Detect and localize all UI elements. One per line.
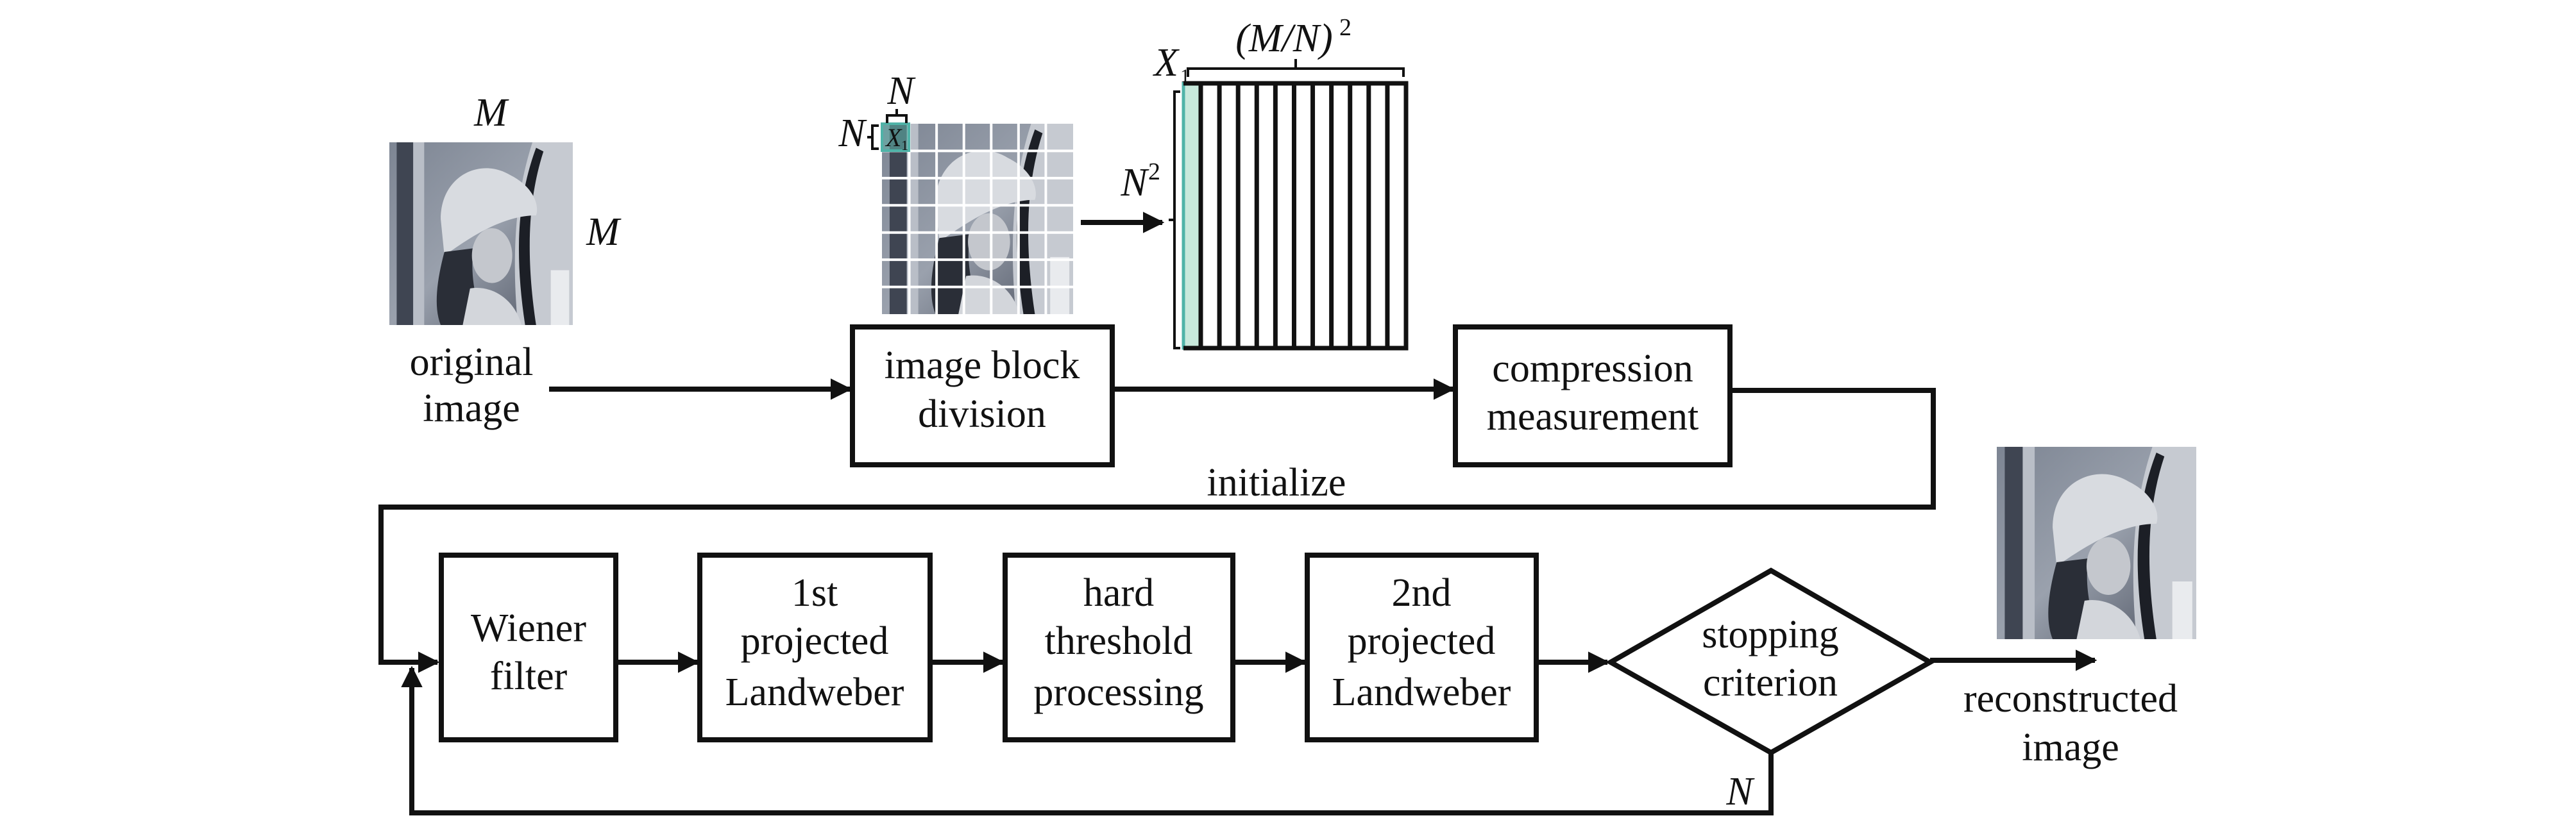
reconstructed-image-group: reconstructed image [1963,447,2196,769]
no-branch-label: N [1725,770,1755,814]
wiener-filter-node: Wiener filter [439,553,618,742]
wiener-filter-box [439,553,618,742]
hard-threshold-node: hard threshold processing [1003,553,1235,742]
block-division-box [850,324,1115,467]
block-image-group: X 1 N N [838,69,1073,314]
matrix-columns-label-sup: 2 [1339,14,1352,41]
landweber2-label-line3: Landweber [1332,671,1511,714]
stopping-label-line1: stopping [1702,613,1839,656]
stopping-label-line2: criterion [1703,661,1838,705]
reconstructed-label-line2: image [2022,726,2119,769]
threshold-label-line1: hard [1083,571,1154,615]
compression-measurement-box [1453,324,1733,467]
matrix-columns-brace [1187,59,1405,77]
original-height-label: M [586,210,622,254]
initialize-loop-arrow [378,388,1936,673]
block-division-label-line1: image block [885,344,1080,387]
landweber1-node: 1st projected Landweber [697,553,933,742]
matrix-rows-label-sup: 2 [1148,158,1160,185]
landweber1-label-line2: projected [741,619,889,663]
original-image-group: M M original image [389,91,622,430]
wiener-label-line1: Wiener [471,606,586,650]
block-x1-subscript: 1 [901,137,908,153]
landweber1-label-line3: Landweber [725,671,904,714]
matrix-column-x1 [1182,81,1203,350]
measurement-matrix-group: (M/N) 2 X 1 N 2 [1120,14,1409,351]
landweber1-box [697,553,933,742]
reconstructed-image [1997,447,2196,639]
landweber2-box [1305,553,1539,742]
hard-threshold-box [1003,553,1235,742]
block-x1-label: X [885,123,902,152]
reconstructed-label-line1: reconstructed [1963,677,2178,721]
matrix-columns [1183,81,1409,351]
feedback-no-branch-arrow [401,665,1774,815]
block-grid-lines [882,124,1073,314]
landweber2-node: 2nd projected Landweber [1305,553,1539,742]
matrix-x1-label: X [1152,41,1180,85]
landweber1-label-line1: 1st [792,571,838,615]
threshold-label-line3: processing [1033,671,1203,714]
threshold-label-line2: threshold [1045,619,1193,663]
block-division-node: image block division [850,324,1115,467]
matrix-columns-label: (M/N) [1235,17,1333,60]
landweber2-label-line2: projected [1348,619,1496,663]
original-image-label-line1: original [410,340,534,384]
matrix-rows-label: N [1120,161,1149,204]
block-width-brace [886,109,908,123]
matrix-rows-brace [1169,90,1180,349]
original-image [389,142,573,325]
block-width-label: N [886,69,916,113]
compression-label-line2: measurement [1487,395,1699,438]
compression-label-line1: compression [1492,347,1693,390]
block-division-label-line2: division [918,392,1046,436]
landweber2-label-line1: 2nd [1392,571,1452,615]
block-height-label: N [838,112,867,155]
wiener-label-line2: filter [490,655,568,698]
initialize-label: initialize [1207,461,1346,505]
compression-measurement-node: compression measurement [1453,324,1733,467]
matrix-x1-subscript: 1 [1180,65,1190,87]
block-height-brace [867,124,879,150]
highlighted-block-x1 [881,122,910,152]
block-divided-image [882,124,1073,314]
original-image-label-line2: image [423,387,520,430]
stopping-criterion-node: stopping criterion [1605,567,1936,756]
original-width-label: M [473,91,509,135]
